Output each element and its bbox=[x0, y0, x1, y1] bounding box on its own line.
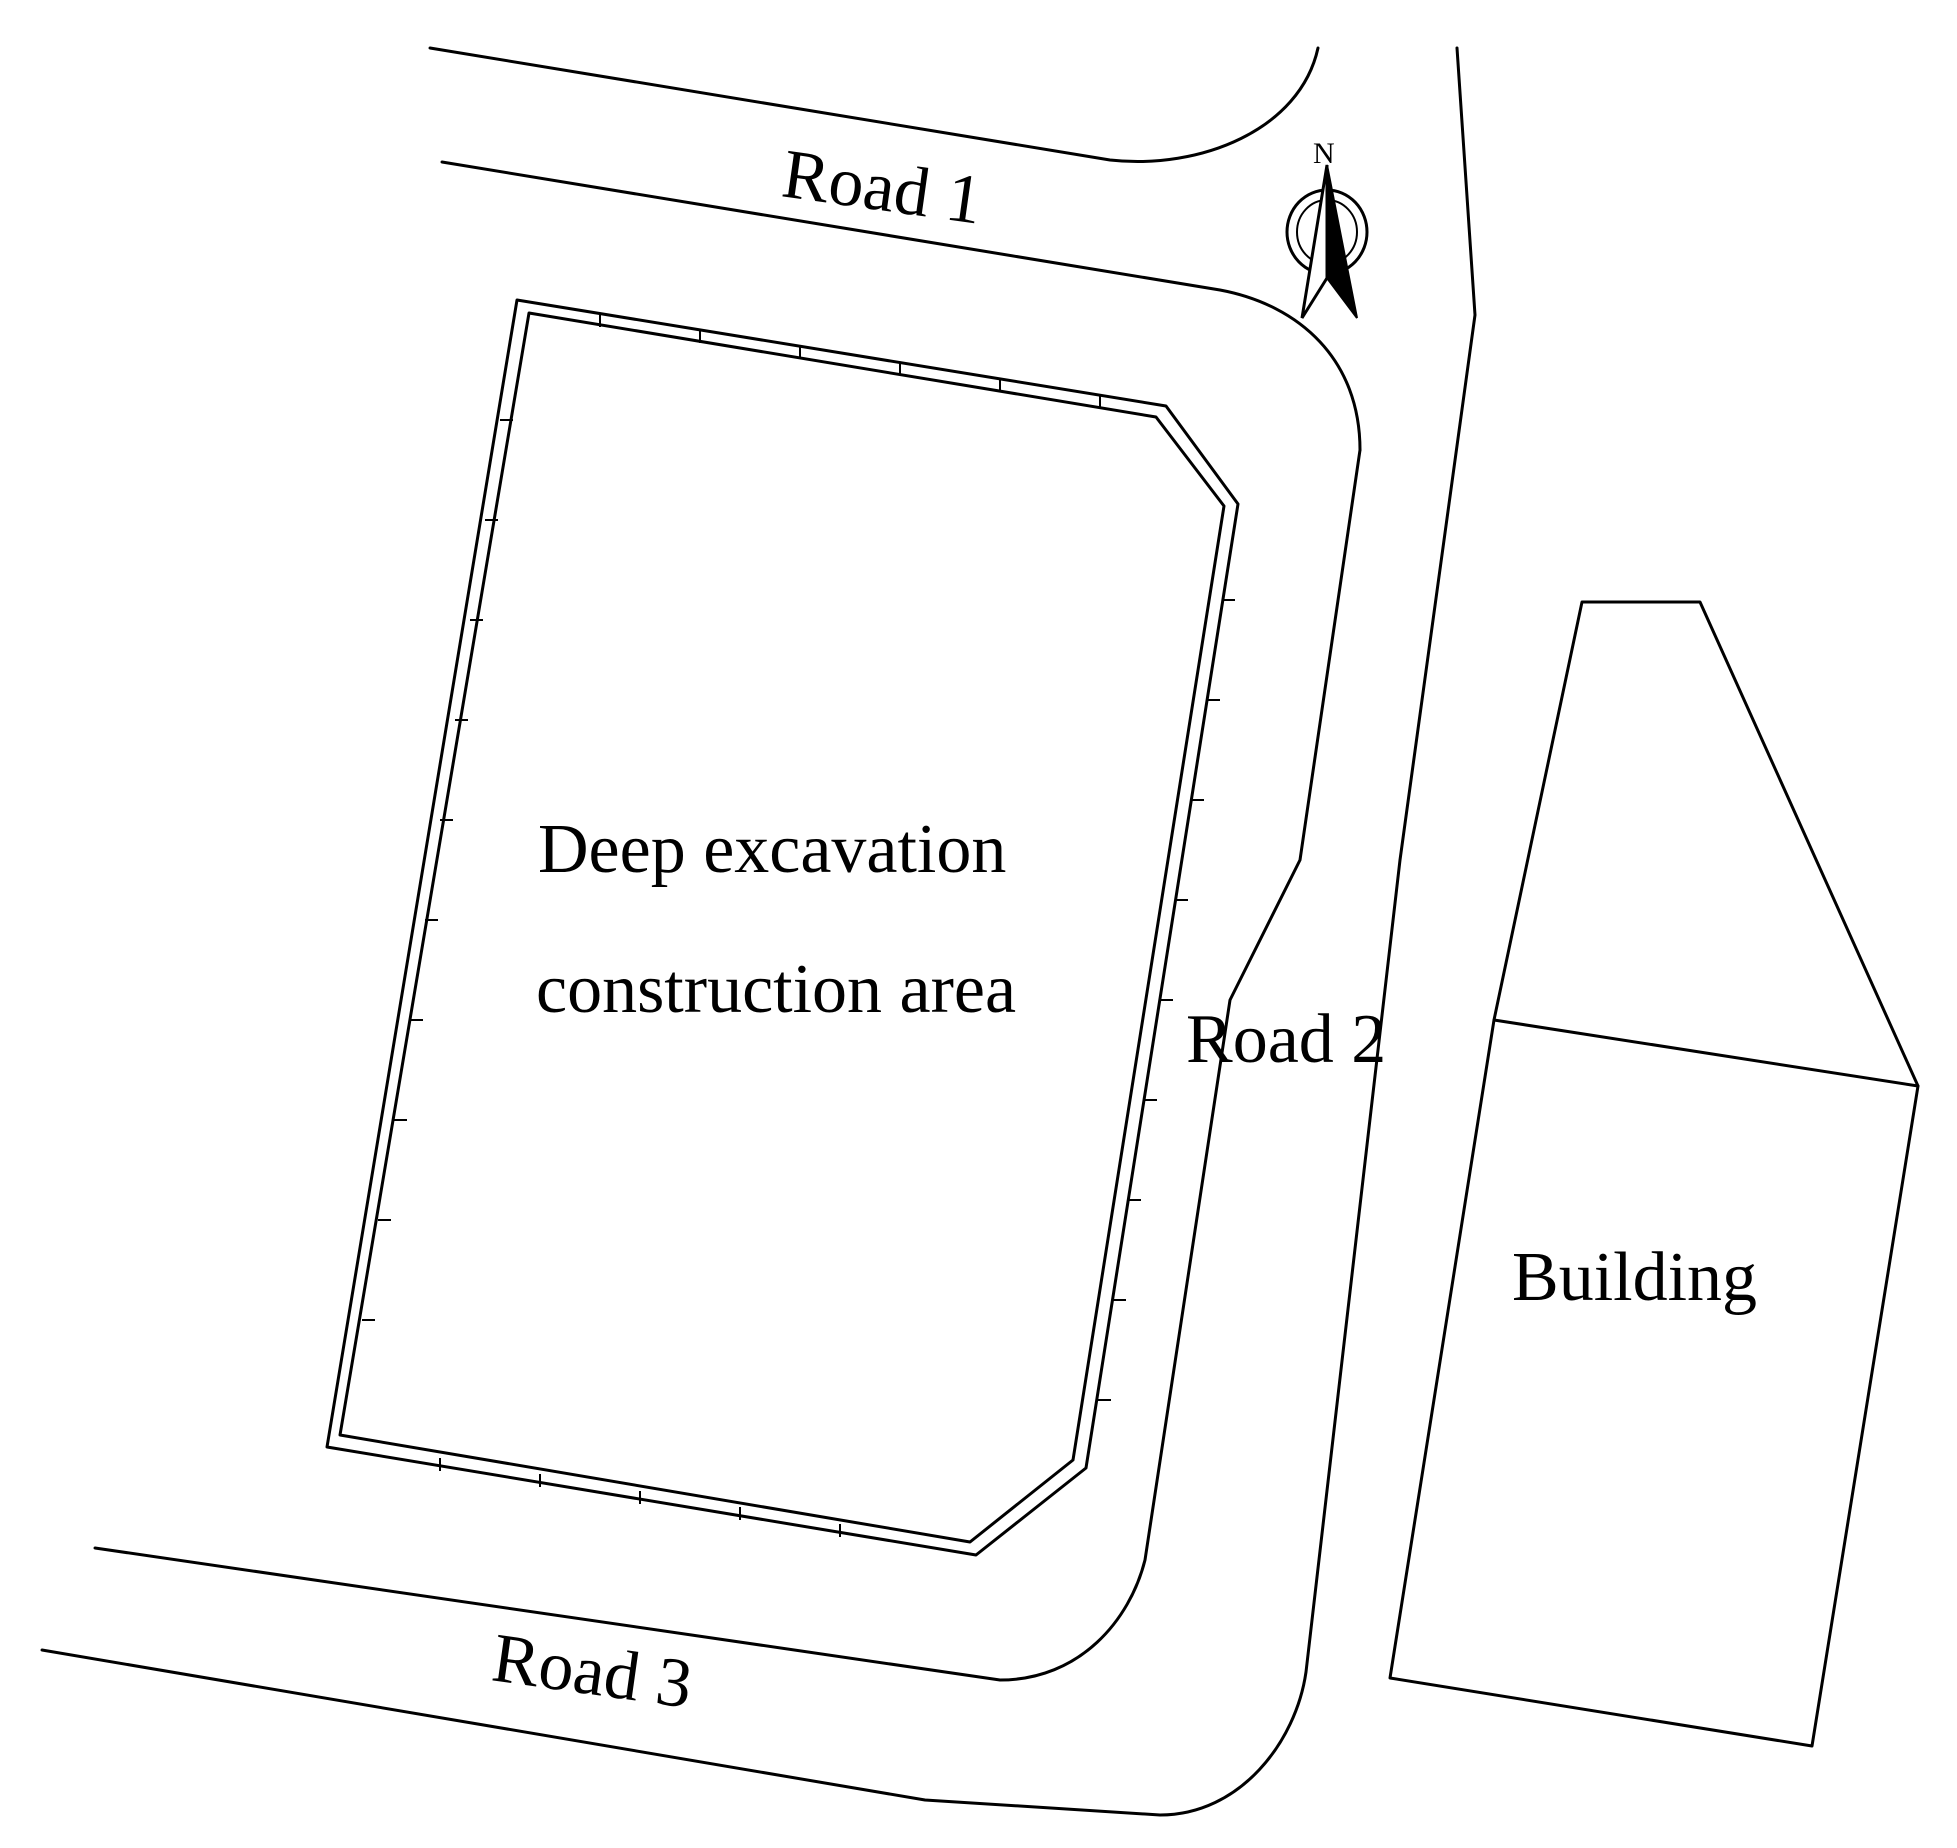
building-outline bbox=[1388, 600, 1920, 1748]
road-2-west-edge bbox=[93, 448, 1362, 1682]
road-1-north-edge bbox=[428, 46, 1320, 163]
north-arrow-icon bbox=[1285, 164, 1369, 319]
excavation-label-line-2: construction area bbox=[536, 951, 1016, 1028]
building-label: Building bbox=[1512, 1239, 1757, 1316]
excavation-label-line-1: Deep excavation bbox=[538, 811, 1006, 888]
north-letter: N bbox=[1313, 137, 1335, 170]
road-1-south-edge bbox=[440, 160, 1362, 452]
building-divider bbox=[1492, 1018, 1920, 1088]
road-3-label: Road 3 bbox=[488, 1620, 697, 1724]
excavation-outer-boundary bbox=[325, 298, 1240, 1557]
road-2-east-edge bbox=[40, 46, 1477, 1817]
excavation-inner-boundary bbox=[338, 311, 1226, 1544]
road-2-label: Road 2 bbox=[1186, 1001, 1386, 1078]
excavation-boundary-ticks bbox=[362, 314, 1235, 1537]
road-1-label: Road 1 bbox=[778, 136, 987, 240]
